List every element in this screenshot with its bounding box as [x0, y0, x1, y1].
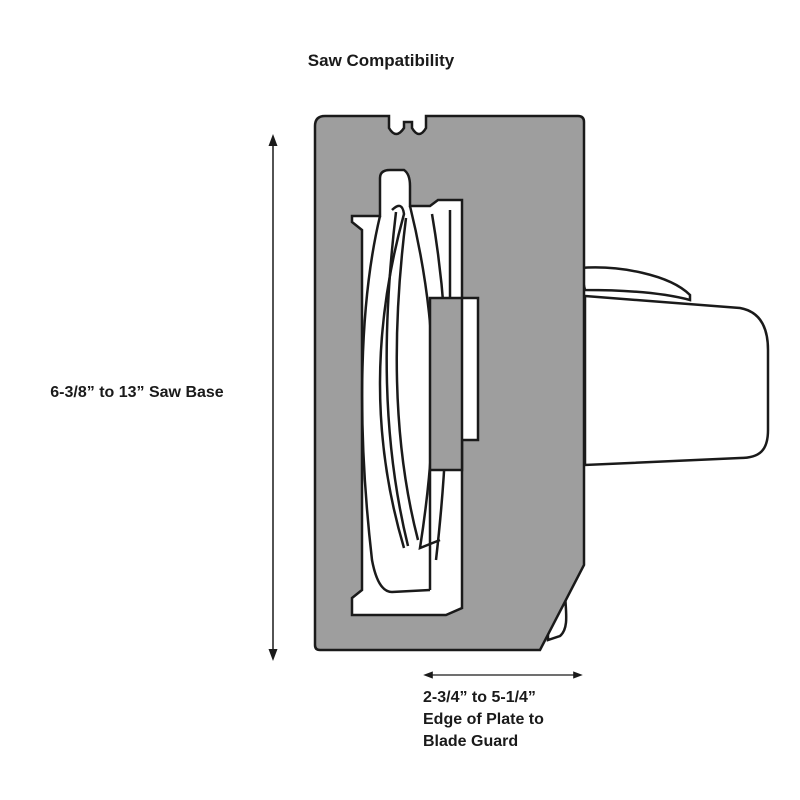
width-label-line-2: Edge of Plate to	[423, 711, 544, 728]
saw-blade-assembly	[360, 204, 464, 594]
diagram-title: Saw Compatibility	[308, 51, 455, 70]
width-label-line-3: Blade Guard	[423, 733, 518, 750]
width-label: 2-3/4” to 5-1/4” Edge of Plate to Blade …	[423, 689, 548, 750]
blade-opening	[350, 168, 480, 617]
height-label: 6-3/8” to 13” Saw Base	[50, 384, 224, 401]
width-label-line-1: 2-3/4” to 5-1/4”	[423, 689, 536, 706]
